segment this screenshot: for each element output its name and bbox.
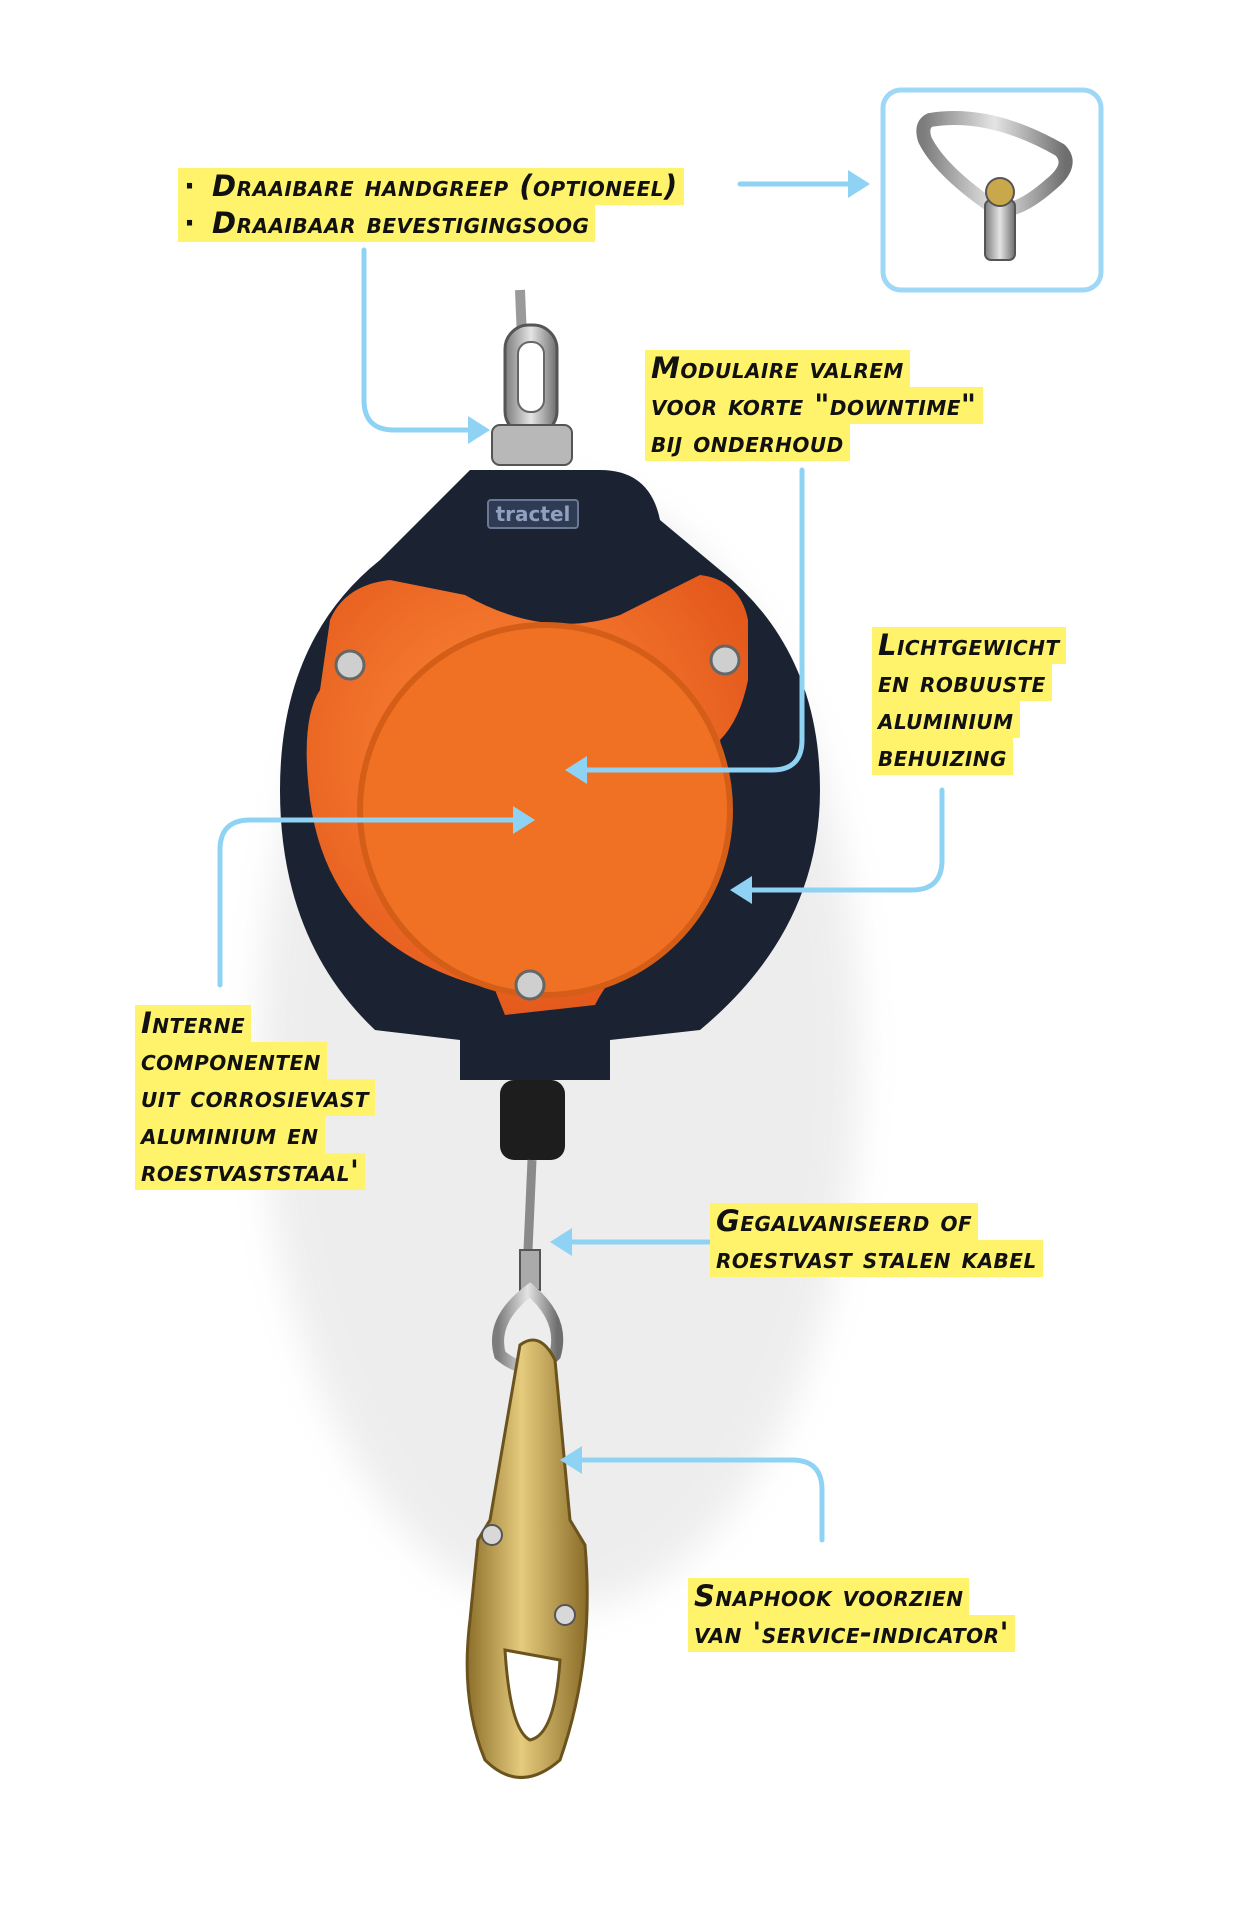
callout-cable-line-2: roestvast stalen kabel	[710, 1240, 1043, 1277]
callout-modular-line-2: voor korte "downtime"	[645, 387, 983, 424]
callout-internal-line-2: componenten	[135, 1042, 327, 1079]
screw-right	[709, 644, 741, 676]
arrow-heads	[468, 170, 870, 1474]
callout-internal-line-5: roestvaststaal'	[135, 1153, 366, 1190]
callout-housing-line-3: aluminium	[872, 701, 1020, 738]
callout-cable: Gegalvaniseerd of roestvast stalen kabel	[710, 1203, 1043, 1277]
steel-cable	[523, 1159, 537, 1251]
callout-housing-line-2: en robuuste	[872, 664, 1052, 701]
callout-swivel-line-2: Draaibaar bevestigingsoog	[212, 206, 590, 240]
callout-snaphook-line-2: van 'service-indicator'	[688, 1615, 1015, 1652]
cable-exit	[500, 1080, 565, 1160]
callout-housing-line-1: Lichtgewicht	[872, 627, 1066, 664]
callout-snaphook-line-1: Snaphook voorzien	[688, 1578, 970, 1615]
callout-housing: Lichtgewicht en robuuste aluminium behui…	[872, 627, 1066, 775]
callout-swivel-line-1: Draaibare handgreep (optioneel)	[212, 169, 678, 203]
callout-internal: Interne componenten uit corrosievast alu…	[135, 1005, 376, 1190]
callout-internal-line-3: uit corrosievast	[135, 1079, 376, 1116]
callout-modular: Modulaire valrem voor korte "downtime" b…	[645, 350, 983, 461]
cover-dome	[357, 622, 733, 998]
brand-plate	[487, 499, 579, 529]
callout-swivel: ·Draaibare handgreep (optioneel) ·Draaib…	[178, 168, 684, 242]
callout-cable-line-1: Gegalvaniseerd of	[710, 1203, 979, 1240]
callout-modular-line-1: Modulaire valrem	[645, 350, 910, 387]
callout-internal-line-4: aluminium en	[135, 1116, 325, 1153]
callout-modular-line-3: bij onderhoud	[645, 424, 850, 461]
swivel-handle	[916, 111, 1073, 217]
brand-text: tractel	[496, 502, 571, 526]
callout-snaphook: Snaphook voorzien van 'service-indicator…	[688, 1578, 1015, 1652]
callout-internal-line-1: Interne	[135, 1005, 252, 1042]
callout-arrows	[217, 181, 945, 1543]
screw-left	[334, 649, 366, 681]
screw-bottom	[514, 969, 546, 1001]
callout-housing-line-4: behuizing	[872, 738, 1013, 775]
